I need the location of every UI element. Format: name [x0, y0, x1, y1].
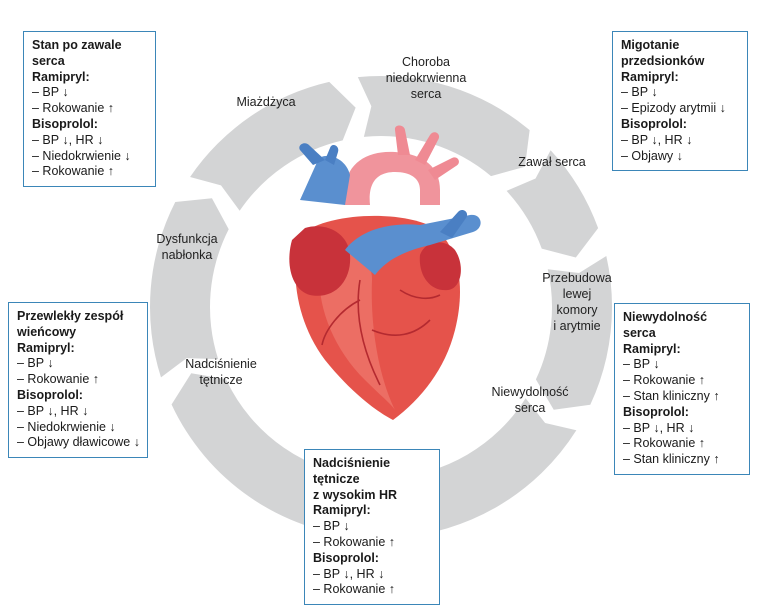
- box-migotanie-przedsionkow: Migotanie przedsionków Ramipryl:– BP ↓– …: [612, 31, 748, 172]
- drug-effect: – Objawy ↓: [621, 148, 683, 163]
- cycle-label-line: Przebudowa: [542, 271, 612, 285]
- drug-effect: – Rokowanie ↑: [313, 582, 395, 597]
- cycle-label-line: Niewydolność: [491, 385, 569, 399]
- drug-name: Ramipryl:: [17, 340, 75, 355]
- cycle-label-line: Miażdżyca: [236, 95, 296, 109]
- cycle-segment-przebudowa: [535, 256, 613, 410]
- right-atrium: [289, 226, 351, 296]
- pulmonary-branch: [440, 209, 468, 238]
- cycle-label-niewydolnosc: Niewydolność serca: [491, 384, 568, 416]
- drug-effect: – BP ↓, HR ↓: [32, 132, 104, 147]
- drug-effect: – BP ↓, HR ↓: [621, 132, 693, 147]
- cycle-label-line: komory: [556, 303, 598, 317]
- box-title: Migotanie przedsionków: [621, 38, 705, 68]
- box-nadcisnienie-wysokie-hr: Nadciśnienie tętnicze z wysokim HR Ramip…: [304, 449, 440, 605]
- drug-effect: – Niedokrwienie ↓: [32, 148, 131, 163]
- heart-highlight: [319, 252, 395, 410]
- cycle-segment-miazdzyca: [190, 81, 356, 211]
- vena-cava: [300, 155, 350, 205]
- drug-effect: – Rokowanie ↑: [17, 372, 99, 387]
- drug-effect: – Rokowanie ↑: [32, 164, 114, 179]
- cycle-label-line: nabłonka: [161, 248, 213, 262]
- drug-name: Ramipryl:: [623, 341, 681, 356]
- cycle-label-line: lewej: [562, 287, 592, 301]
- drug-effect: – Rokowanie ↑: [623, 436, 705, 451]
- drug-effect: – Rokowanie ↑: [313, 534, 395, 549]
- drug-effect: – Objawy dławicowe ↓: [17, 435, 140, 450]
- drug-effect: – BP ↓, HR ↓: [17, 403, 89, 418]
- cycle-label-line: Zawał serca: [518, 155, 586, 169]
- drug-effect: – Rokowanie ↑: [32, 101, 114, 116]
- aorta-branch-2: [415, 132, 440, 165]
- cycle-label-line: Choroba: [402, 55, 450, 69]
- box-stan-po-zawale: Stan po zawale serca Ramipryl:– BP ↓– Ro…: [23, 31, 156, 188]
- cycle-label-dysfunkcja: Dysfunkcja nabłonka: [156, 231, 217, 263]
- drug-effect: – Rokowanie ↑: [623, 373, 705, 388]
- drug-effect: – Niedokrwienie ↓: [17, 419, 116, 434]
- box-title: Stan po zawale serca: [32, 38, 122, 68]
- drug-effect: – Stan kliniczny ↑: [623, 452, 720, 467]
- box-title: Przewlekły zespół wieńcowy: [17, 309, 124, 339]
- cycle-segment-zawal: [506, 150, 599, 258]
- drug-effect: – BP ↓: [621, 85, 658, 100]
- cycle-label-line: Nadciśnienie: [185, 357, 257, 371]
- drug-name: Ramipryl:: [32, 69, 90, 84]
- drug-effect: – BP ↓, HR ↓: [623, 420, 695, 435]
- cycle-label-line: i arytmie: [553, 319, 601, 333]
- cycle-segment-choroba: [357, 75, 530, 177]
- drug-name: Bisoprolol:: [621, 116, 687, 131]
- cycle-label-choroba: Choroba niedokrwienna serca: [386, 54, 467, 102]
- drug-effect: – Epizody arytmii ↓: [621, 101, 726, 116]
- drug-name: Ramipryl:: [621, 69, 679, 84]
- box-przewlekly-zespol-wiencowy: Przewlekły zespół wieńcowy Ramipryl:– BP…: [8, 302, 148, 459]
- coronary-vessels: [321, 279, 441, 386]
- aorta-branch-3: [428, 157, 459, 180]
- box-title: Nadciśnienie tętnicze z wysokim HR: [313, 456, 398, 502]
- drug-name: Bisoprolol:: [17, 387, 83, 402]
- cycle-label-zawal: Zawał serca: [518, 154, 585, 170]
- drug-effect: – BP ↓, HR ↓: [313, 566, 385, 581]
- drug-name: Ramipryl:: [313, 503, 371, 518]
- cycle-label-line: tętnicze: [199, 373, 243, 387]
- drug-effect: – BP ↓: [313, 519, 350, 534]
- cycle-label-miazdzyca: Miażdżyca: [236, 94, 295, 110]
- cycle-segment-dysfunkcja: [150, 198, 229, 378]
- drug-name: Bisoprolol:: [313, 550, 379, 565]
- aorta-arch: [344, 151, 440, 205]
- cycle-label-nadcisnienie: Nadciśnienie tętnicze: [185, 356, 257, 388]
- drug-name: Bisoprolol:: [623, 404, 689, 419]
- cycle-label-line: serca: [514, 401, 546, 415]
- drug-effect: – BP ↓: [17, 356, 54, 371]
- box-niewydolnosc-serca: Niewydolność serca Ramipryl:– BP ↓– Roko…: [614, 303, 750, 475]
- drug-name: Bisoprolol:: [32, 116, 98, 131]
- cycle-label-line: Dysfunkcja: [156, 232, 218, 246]
- cycle-label-line: serca: [410, 87, 442, 101]
- cycle-label-line: niedokrwienna: [385, 71, 467, 85]
- drug-effect: – BP ↓: [623, 357, 660, 372]
- heart-illustration: [289, 125, 481, 420]
- drug-effect: – Stan kliniczny ↑: [623, 388, 720, 403]
- drug-effect: – BP ↓: [32, 85, 69, 100]
- cycle-label-przebudowa: Przebudowa lewej komory i arytmie: [542, 270, 612, 334]
- left-atrium: [419, 242, 461, 291]
- aorta-branch-1: [394, 125, 410, 155]
- vena-cava-top: [299, 143, 339, 165]
- box-title: Niewydolność serca: [623, 310, 708, 340]
